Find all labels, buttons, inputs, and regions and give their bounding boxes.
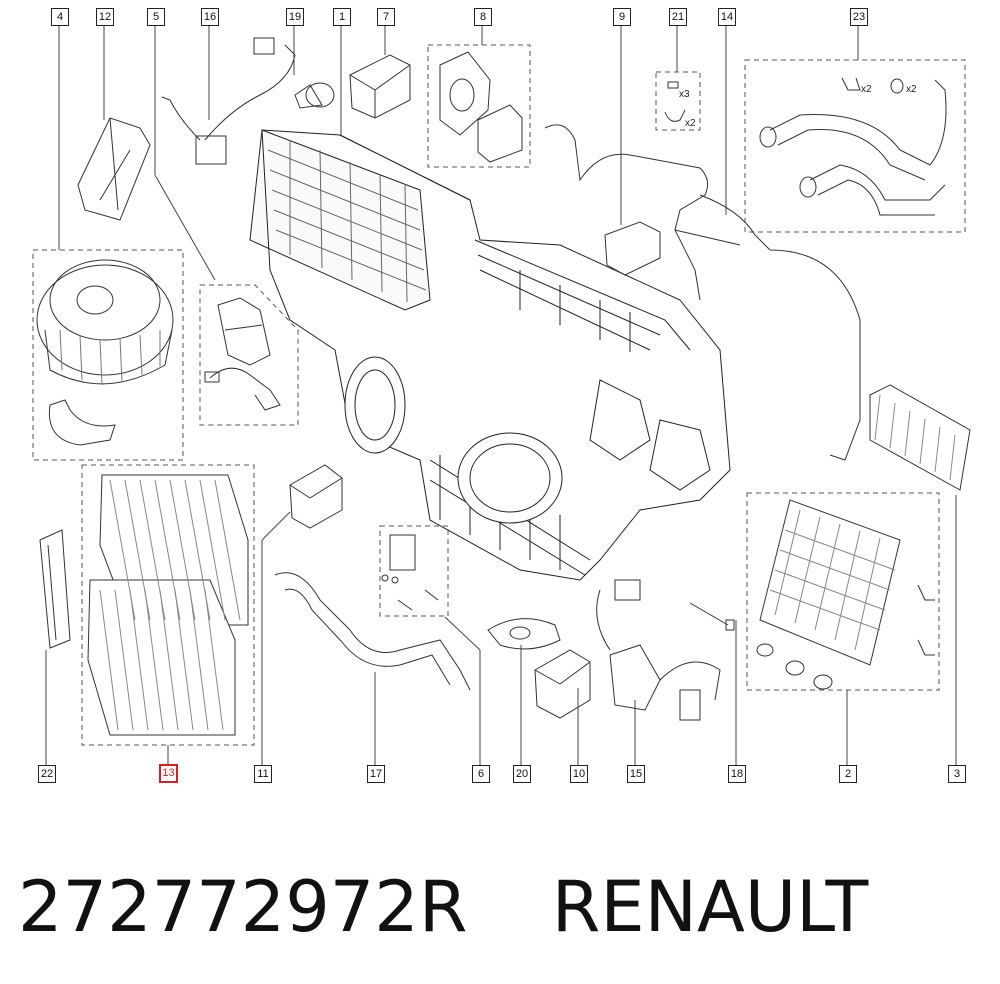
callout-7[interactable]: 7 bbox=[377, 8, 395, 26]
callout-16[interactable]: 16 bbox=[201, 8, 219, 26]
x2-clips-label: x2 bbox=[685, 118, 696, 129]
connector-harness bbox=[161, 37, 335, 165]
part-number: 272772972R bbox=[18, 866, 468, 948]
sensor-18 bbox=[689, 602, 735, 631]
hvac-housing bbox=[249, 129, 731, 581]
callout-11[interactable]: 11 bbox=[254, 765, 272, 783]
callout-13[interactable]: 13 bbox=[159, 764, 178, 783]
wiring-loom bbox=[544, 124, 861, 461]
cabin-filter-13[interactable] bbox=[87, 474, 249, 736]
actuator-pair-8 bbox=[439, 51, 523, 163]
callout-17[interactable]: 17 bbox=[367, 765, 385, 783]
callout-19[interactable]: 19 bbox=[286, 8, 304, 26]
callout-14[interactable]: 14 bbox=[718, 8, 736, 26]
actuator-7 bbox=[349, 54, 411, 119]
callout-6[interactable]: 6 bbox=[472, 765, 490, 783]
callout-23[interactable]: 23 bbox=[850, 8, 868, 26]
callout-10[interactable]: 10 bbox=[570, 765, 588, 783]
callout-21[interactable]: 21 bbox=[669, 8, 687, 26]
x2-rings-label: x2 bbox=[906, 84, 917, 95]
heater-core-3 bbox=[869, 384, 971, 491]
resistor-group bbox=[204, 297, 281, 411]
control-module bbox=[77, 117, 151, 221]
seal-20 bbox=[487, 618, 561, 650]
pipes-23 bbox=[759, 77, 947, 216]
exploded-parts-diagram: x3 x2 x2 x2 bbox=[32, 24, 971, 765]
callout-22[interactable]: 22 bbox=[38, 765, 56, 783]
evaporator-2 bbox=[756, 499, 935, 690]
x3-label: x3 bbox=[679, 89, 690, 100]
callout-8[interactable]: 8 bbox=[474, 8, 492, 26]
callout-12[interactable]: 12 bbox=[96, 8, 114, 26]
group-boxes bbox=[32, 44, 966, 746]
callout-2[interactable]: 2 bbox=[839, 765, 857, 783]
actuator-10 bbox=[534, 649, 591, 719]
blower-motor bbox=[36, 259, 174, 446]
callout-9[interactable]: 9 bbox=[613, 8, 631, 26]
actuator-11 bbox=[289, 464, 343, 529]
leader-lines bbox=[45, 24, 957, 765]
expansion-valve-6 bbox=[381, 534, 439, 611]
brand-name: RENAULT bbox=[551, 866, 869, 948]
part-caption: 272772972R RENAULT bbox=[18, 862, 868, 952]
callout-3[interactable]: 3 bbox=[948, 765, 966, 783]
x2-pipes-label: x2 bbox=[861, 84, 872, 95]
callout-5[interactable]: 5 bbox=[147, 8, 165, 26]
filter-22 bbox=[39, 529, 71, 649]
actuator-15 bbox=[596, 579, 721, 721]
callout-20[interactable]: 20 bbox=[513, 765, 531, 783]
callout-15[interactable]: 15 bbox=[627, 765, 645, 783]
clips-21 bbox=[664, 81, 686, 122]
callout-1[interactable]: 1 bbox=[333, 8, 351, 26]
callout-18[interactable]: 18 bbox=[728, 765, 746, 783]
drain-hose-17 bbox=[274, 572, 471, 691]
callout-4[interactable]: 4 bbox=[51, 8, 69, 26]
